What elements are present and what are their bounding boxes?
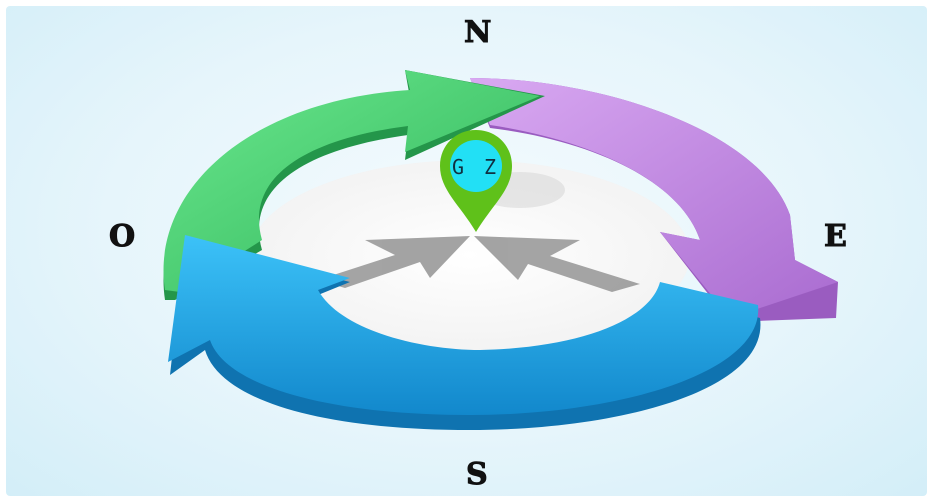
compass-south-label: S: [466, 457, 489, 492]
gray-pointer-arrows: [318, 236, 640, 292]
compass-east-label: E: [824, 219, 848, 254]
blue-arrow: [168, 235, 761, 430]
pin-label: G Z: [452, 155, 500, 179]
purple-arrow: [470, 78, 838, 322]
inner-disc: [250, 160, 690, 350]
green-arrow: [163, 70, 546, 300]
compass-west-label: O: [108, 219, 136, 254]
location-pin: G Z: [440, 130, 565, 232]
compass-north-label: N: [463, 15, 492, 50]
pin-badge: [450, 140, 502, 192]
